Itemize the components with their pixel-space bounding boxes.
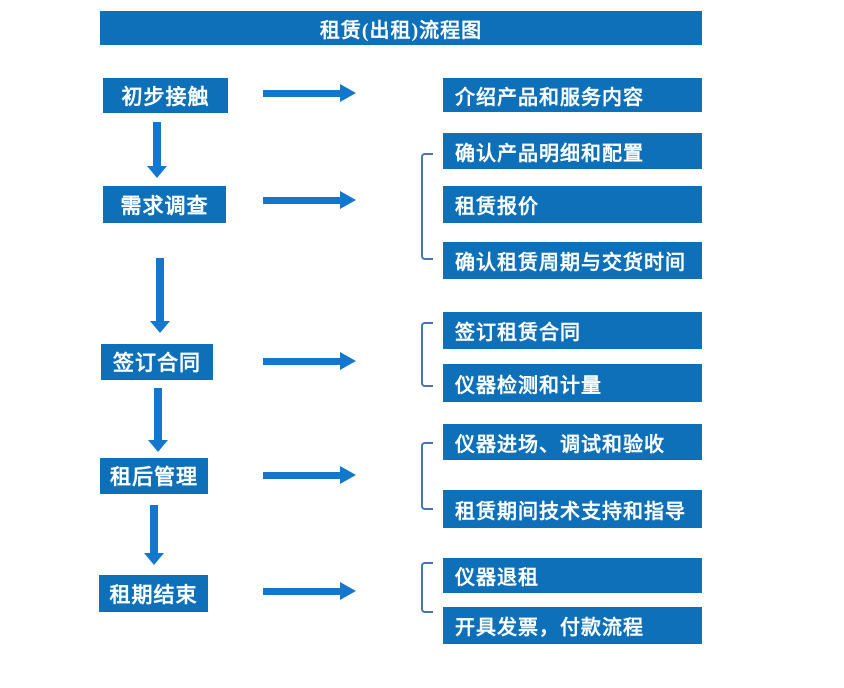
right-arrow-connector-5 bbox=[263, 582, 356, 600]
arrow-shaft bbox=[153, 122, 161, 166]
arrow-head bbox=[150, 321, 170, 333]
output-box-confirm-product-details: 确认产品明细和配置 bbox=[443, 133, 702, 169]
output-box-instrument-return: 仪器退租 bbox=[443, 558, 702, 593]
group-bracket-post-rental bbox=[421, 442, 433, 510]
step-box-sign-contract: 签订合同 bbox=[101, 344, 213, 380]
down-arrow-connector-3 bbox=[147, 388, 169, 452]
output-box-sign-rental-contract: 签订租赁合同 bbox=[443, 312, 702, 349]
output-label: 仪器进场、调试和验收 bbox=[455, 433, 665, 456]
arrow-head bbox=[340, 466, 356, 484]
page-title: 租赁(出租)流程图 bbox=[319, 19, 483, 42]
output-label: 仪器检测和计量 bbox=[455, 374, 602, 397]
arrow-shaft bbox=[263, 587, 340, 595]
step-box-rental-end: 租期结束 bbox=[99, 575, 208, 612]
arrow-shaft bbox=[156, 258, 164, 321]
right-arrow-connector-4 bbox=[263, 466, 356, 484]
step-label: 租后管理 bbox=[110, 465, 198, 489]
step-box-post-rental-management: 租后管理 bbox=[100, 458, 208, 494]
arrow-head bbox=[340, 191, 356, 209]
down-arrow-connector-4 bbox=[143, 505, 165, 565]
output-label: 签订租赁合同 bbox=[455, 322, 581, 344]
output-box-introduce-products: 介绍产品和服务内容 bbox=[443, 78, 702, 112]
arrow-shaft bbox=[154, 388, 162, 440]
arrow-head bbox=[340, 582, 356, 600]
title-bar: 租赁(出租)流程图 bbox=[100, 11, 702, 45]
down-arrow-connector-1 bbox=[146, 122, 168, 178]
output-label: 介绍产品和服务内容 bbox=[455, 86, 644, 109]
arrow-shaft bbox=[263, 471, 340, 479]
group-bracket-demand-survey bbox=[421, 153, 433, 260]
group-bracket-sign-contract bbox=[421, 322, 433, 387]
right-arrow-connector-2 bbox=[263, 191, 356, 209]
group-bracket-rental-end bbox=[421, 562, 433, 613]
arrow-head bbox=[148, 440, 168, 452]
step-label: 需求调查 bbox=[120, 193, 209, 218]
output-box-instrument-testing: 仪器检测和计量 bbox=[443, 364, 702, 402]
arrow-shaft bbox=[263, 89, 340, 97]
output-label: 仪器退租 bbox=[455, 567, 539, 589]
step-label: 初步接触 bbox=[121, 84, 210, 109]
output-label: 租赁报价 bbox=[455, 196, 539, 218]
output-box-invoice-payment: 开具发票，付款流程 bbox=[443, 607, 702, 644]
output-label: 确认租赁周期与交货时间 bbox=[455, 252, 686, 274]
arrow-head bbox=[340, 84, 356, 102]
arrow-shaft bbox=[150, 505, 158, 553]
step-label: 签订合同 bbox=[113, 351, 201, 375]
output-label: 开具发票，付款流程 bbox=[455, 617, 644, 639]
step-box-initial-contact: 初步接触 bbox=[103, 78, 228, 113]
output-box-rental-quotation: 租赁报价 bbox=[443, 186, 702, 223]
output-label: 租赁期间技术支持和指导 bbox=[455, 500, 686, 523]
output-box-technical-support: 租赁期间技术支持和指导 bbox=[443, 490, 702, 528]
arrow-head bbox=[147, 166, 167, 178]
output-box-confirm-rental-period: 确认租赁周期与交货时间 bbox=[443, 242, 702, 279]
output-box-instrument-setup: 仪器进场、调试和验收 bbox=[443, 424, 702, 460]
down-arrow-connector-2 bbox=[149, 258, 171, 333]
arrow-shaft bbox=[263, 196, 340, 204]
right-arrow-connector-3 bbox=[263, 352, 356, 370]
arrow-shaft bbox=[263, 357, 340, 365]
arrow-head bbox=[340, 352, 356, 370]
step-box-demand-survey: 需求调查 bbox=[103, 186, 226, 223]
output-label: 确认产品明细和配置 bbox=[455, 142, 644, 165]
step-label: 租期结束 bbox=[109, 582, 198, 607]
right-arrow-connector-1 bbox=[263, 84, 356, 102]
arrow-head bbox=[144, 553, 164, 565]
